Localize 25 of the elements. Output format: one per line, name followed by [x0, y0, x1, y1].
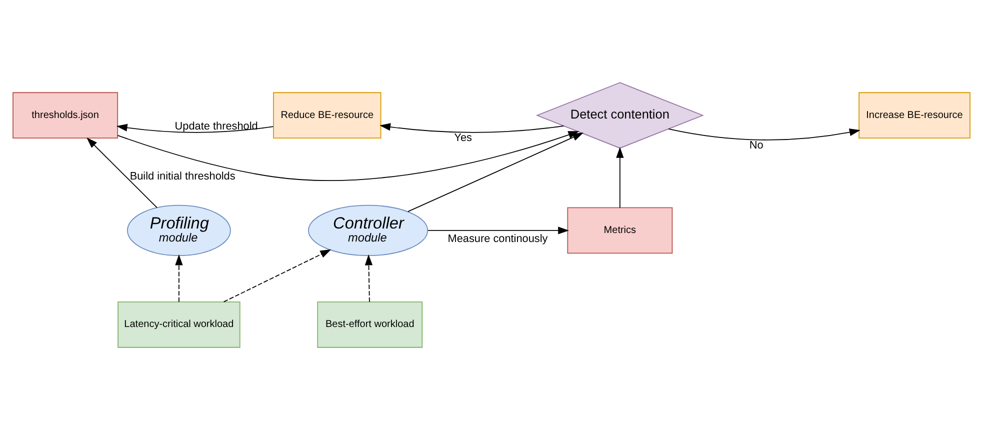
- arrow: [175, 254, 183, 302]
- arrow: [408, 132, 584, 212]
- node-box: Latency-critical workload: [118, 301, 240, 348]
- edge-label: Build initial thresholds: [130, 170, 236, 183]
- arrow: [616, 146, 624, 208]
- node-ellipse: Controller module: [308, 204, 428, 256]
- node-box: Increase BE-resource: [858, 92, 970, 139]
- arrow: [428, 226, 570, 234]
- arrow: [117, 131, 580, 181]
- arrow: [223, 249, 332, 302]
- arrow: [380, 123, 564, 133]
- edge-label: Measure continously: [448, 232, 548, 245]
- arrow: [86, 137, 158, 208]
- arrow: [116, 124, 274, 133]
- node-ellipse: Profiling module: [127, 204, 231, 256]
- node-box: Reduce BE-resource: [273, 92, 382, 139]
- node-box: Best-effort workload: [317, 301, 423, 348]
- edge-label: Yes: [454, 132, 472, 144]
- arrow: [364, 254, 373, 302]
- node-diamond: Detect contention: [536, 82, 704, 149]
- arrow: [668, 128, 860, 140]
- node-box: thresholds.json: [12, 92, 118, 139]
- node-box: Metrics: [567, 207, 673, 254]
- edge-label: No: [749, 140, 764, 152]
- edge-label: Update threshold: [174, 120, 258, 132]
